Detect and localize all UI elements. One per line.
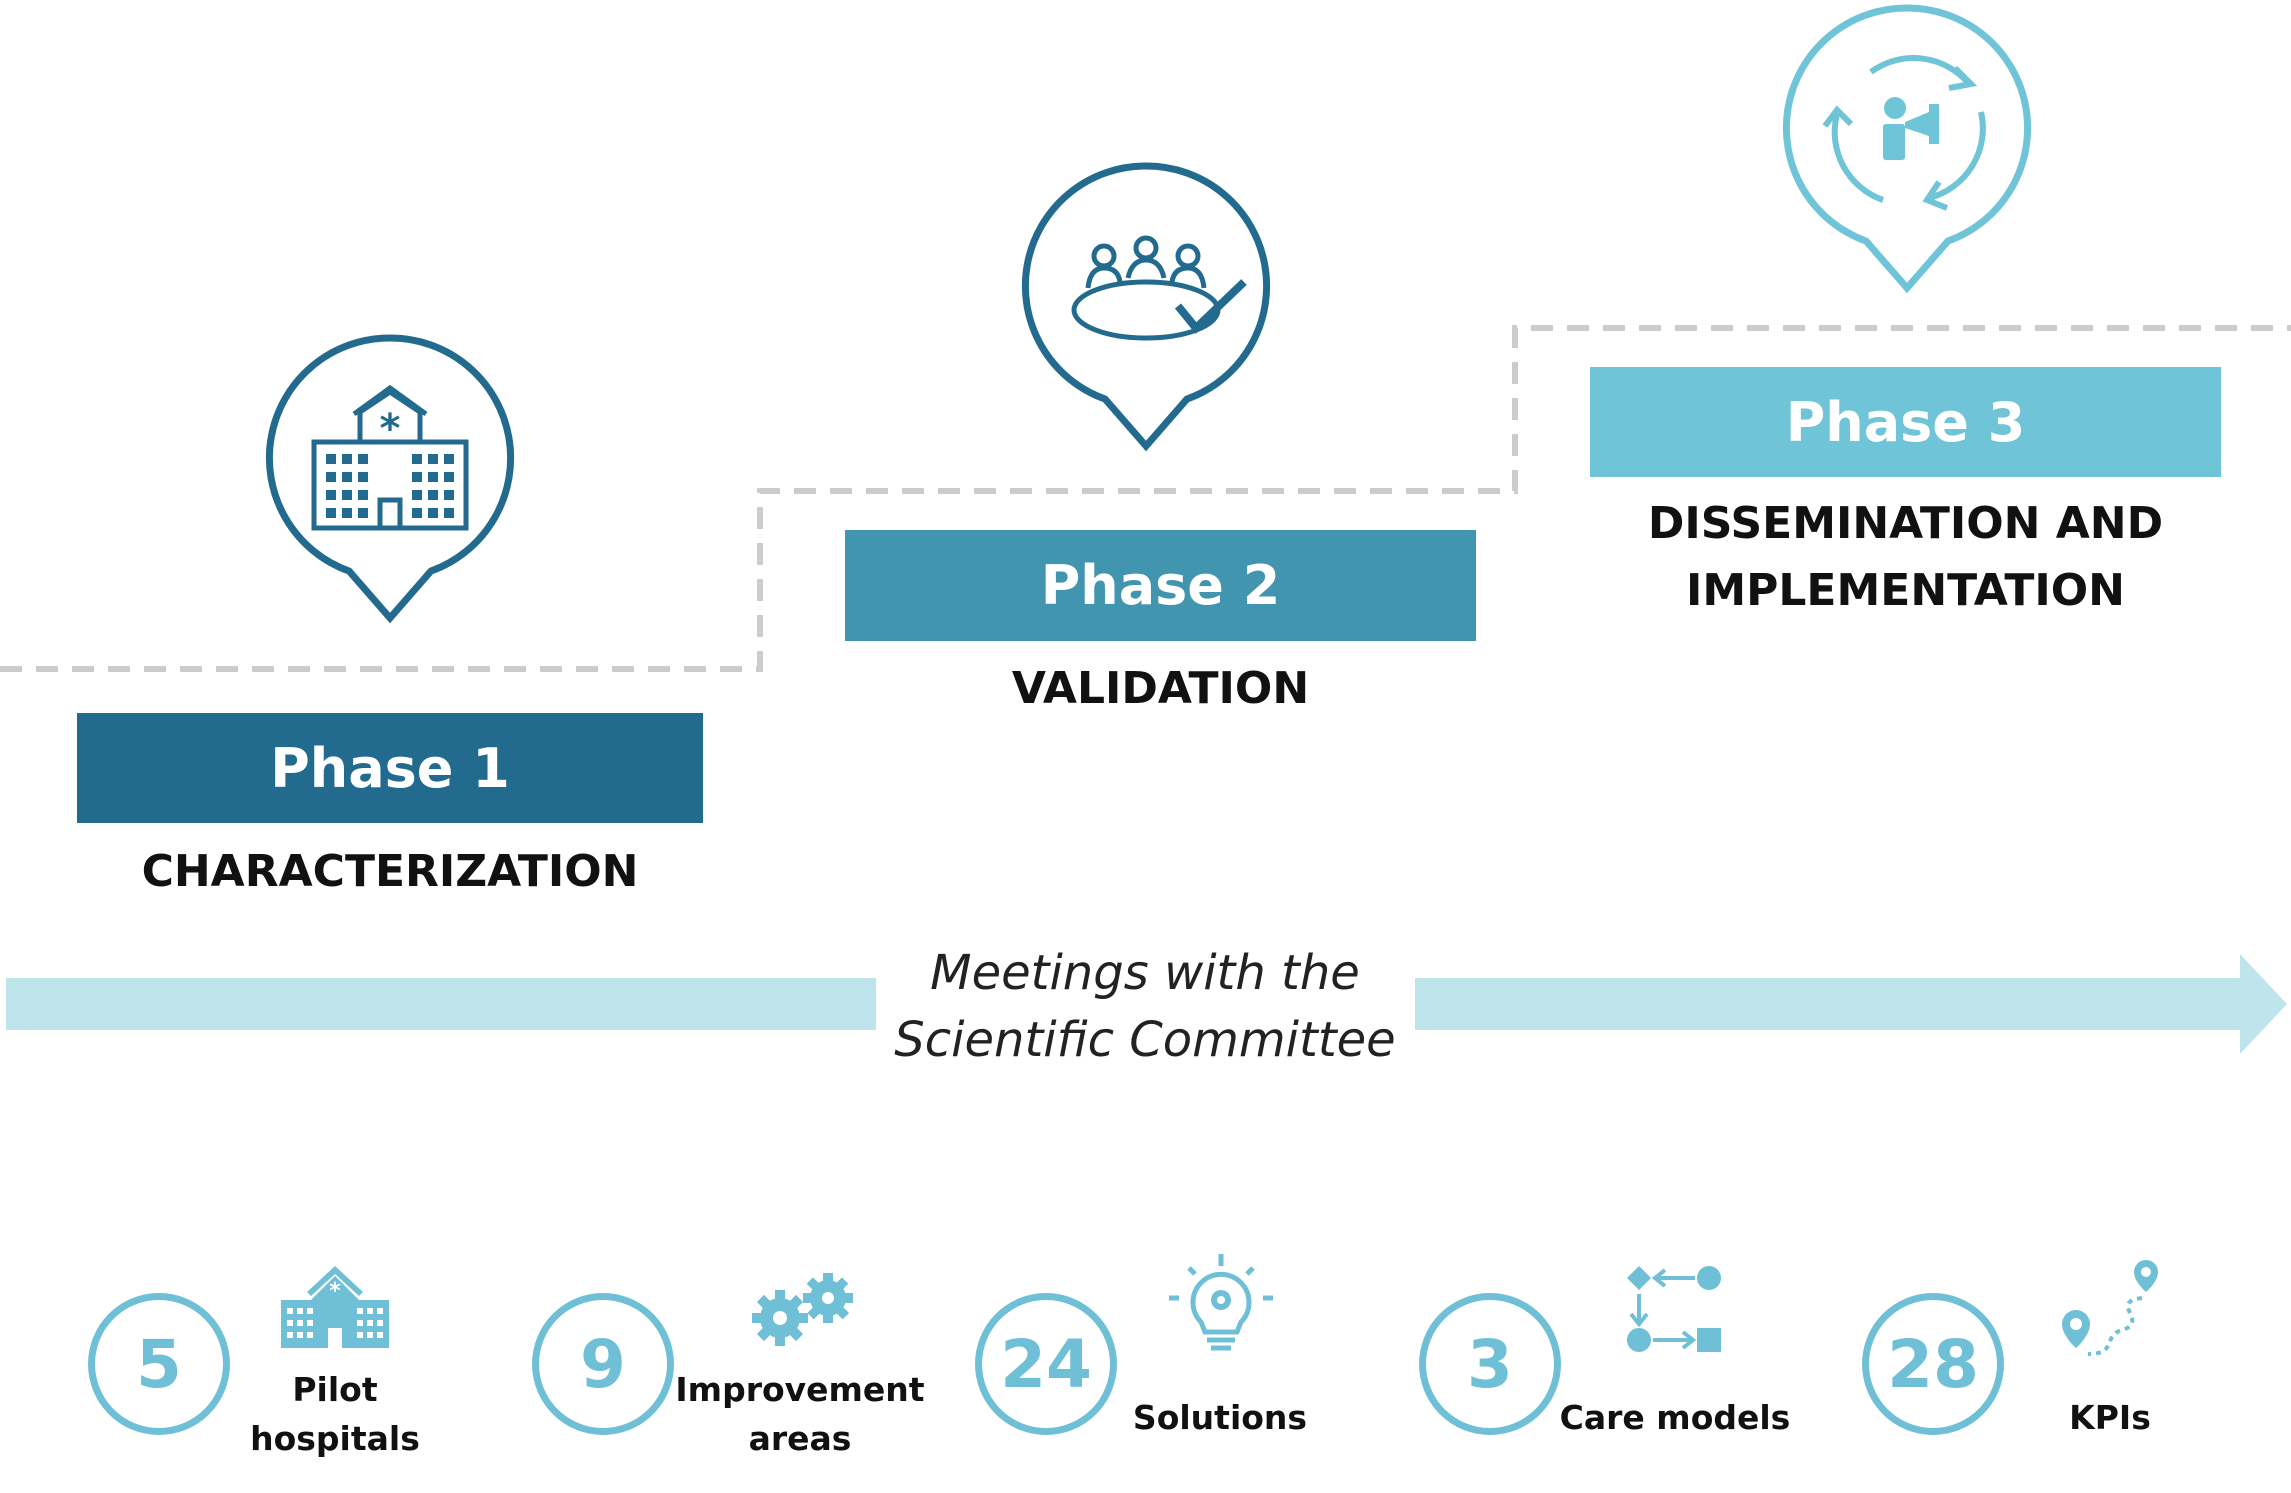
dashed-stair-line bbox=[0, 325, 2291, 672]
phase-1-bar: Phase 1 bbox=[77, 713, 703, 823]
timeline-arrow bbox=[6, 954, 2287, 1054]
meeting-table-icon bbox=[1071, 235, 1247, 341]
stat-improvement-areas-label: Improvement areas bbox=[660, 1365, 940, 1463]
phase-1-pin-icon: * bbox=[265, 334, 515, 624]
phase-2-label: Phase 2 bbox=[1040, 554, 1281, 617]
hospital-icon bbox=[311, 384, 469, 531]
phase-2-pin-icon bbox=[1021, 162, 1271, 452]
phase-2-bar: Phase 2 bbox=[845, 530, 1476, 641]
phase-3-subtitle-line1: DISSEMINATION AND bbox=[1647, 498, 2164, 549]
phase-1-subtitle: CHARACTERIZATION bbox=[141, 846, 639, 897]
stat-label-line2: areas bbox=[748, 1419, 852, 1458]
stat-pilot-hospitals-label: Pilot hospitals bbox=[215, 1365, 455, 1463]
stat-care-models-value: 3 bbox=[1419, 1293, 1561, 1435]
stat-label-line1: Pilot bbox=[292, 1370, 378, 1409]
stat-solutions-value: 24 bbox=[975, 1293, 1117, 1435]
lightbulb-icon bbox=[1169, 1254, 1273, 1351]
svg-text:*: * bbox=[380, 406, 401, 452]
stat-label-line2: hospitals bbox=[250, 1419, 420, 1458]
route-pins-icon bbox=[2062, 1260, 2158, 1356]
stat-kpis-label: KPIs bbox=[2069, 1398, 2151, 1437]
stat-improvement-areas-value: 9 bbox=[532, 1293, 674, 1435]
phase-1-label: Phase 1 bbox=[270, 736, 510, 800]
stat-label-line1: Improvement bbox=[675, 1370, 925, 1409]
presenter-cycle-icon bbox=[1822, 55, 1986, 211]
flow-caption: Meetings with the Scientific Committee bbox=[880, 940, 1410, 1074]
stat-pilot-hospitals-value: 5 bbox=[88, 1293, 230, 1435]
phase-3-pin-icon bbox=[1782, 4, 2032, 294]
flow-caption-line2: Scientific Committee bbox=[894, 1012, 1396, 1068]
flow-caption-line1: Meetings with the bbox=[930, 945, 1360, 1001]
stat-kpis-value: 28 bbox=[1862, 1293, 2004, 1435]
phase-3-bar: Phase 3 bbox=[1590, 367, 2221, 477]
stat-solutions-label: Solutions bbox=[1132, 1398, 1308, 1437]
hospital-icon: * bbox=[281, 1266, 389, 1348]
phase-3-label: Phase 3 bbox=[1785, 390, 2026, 454]
phase-3-subtitle: DISSEMINATION AND IMPLEMENTATION bbox=[1590, 490, 2221, 624]
gears-icon bbox=[752, 1273, 853, 1346]
svg-text:*: * bbox=[329, 1279, 341, 1304]
phase-3-subtitle-line2: IMPLEMENTATION bbox=[1685, 565, 2125, 616]
flowchart-icon bbox=[1627, 1266, 1721, 1352]
phase-2-subtitle: VALIDATION bbox=[1011, 663, 1310, 714]
stat-care-models-label: Care models bbox=[1559, 1398, 1791, 1437]
